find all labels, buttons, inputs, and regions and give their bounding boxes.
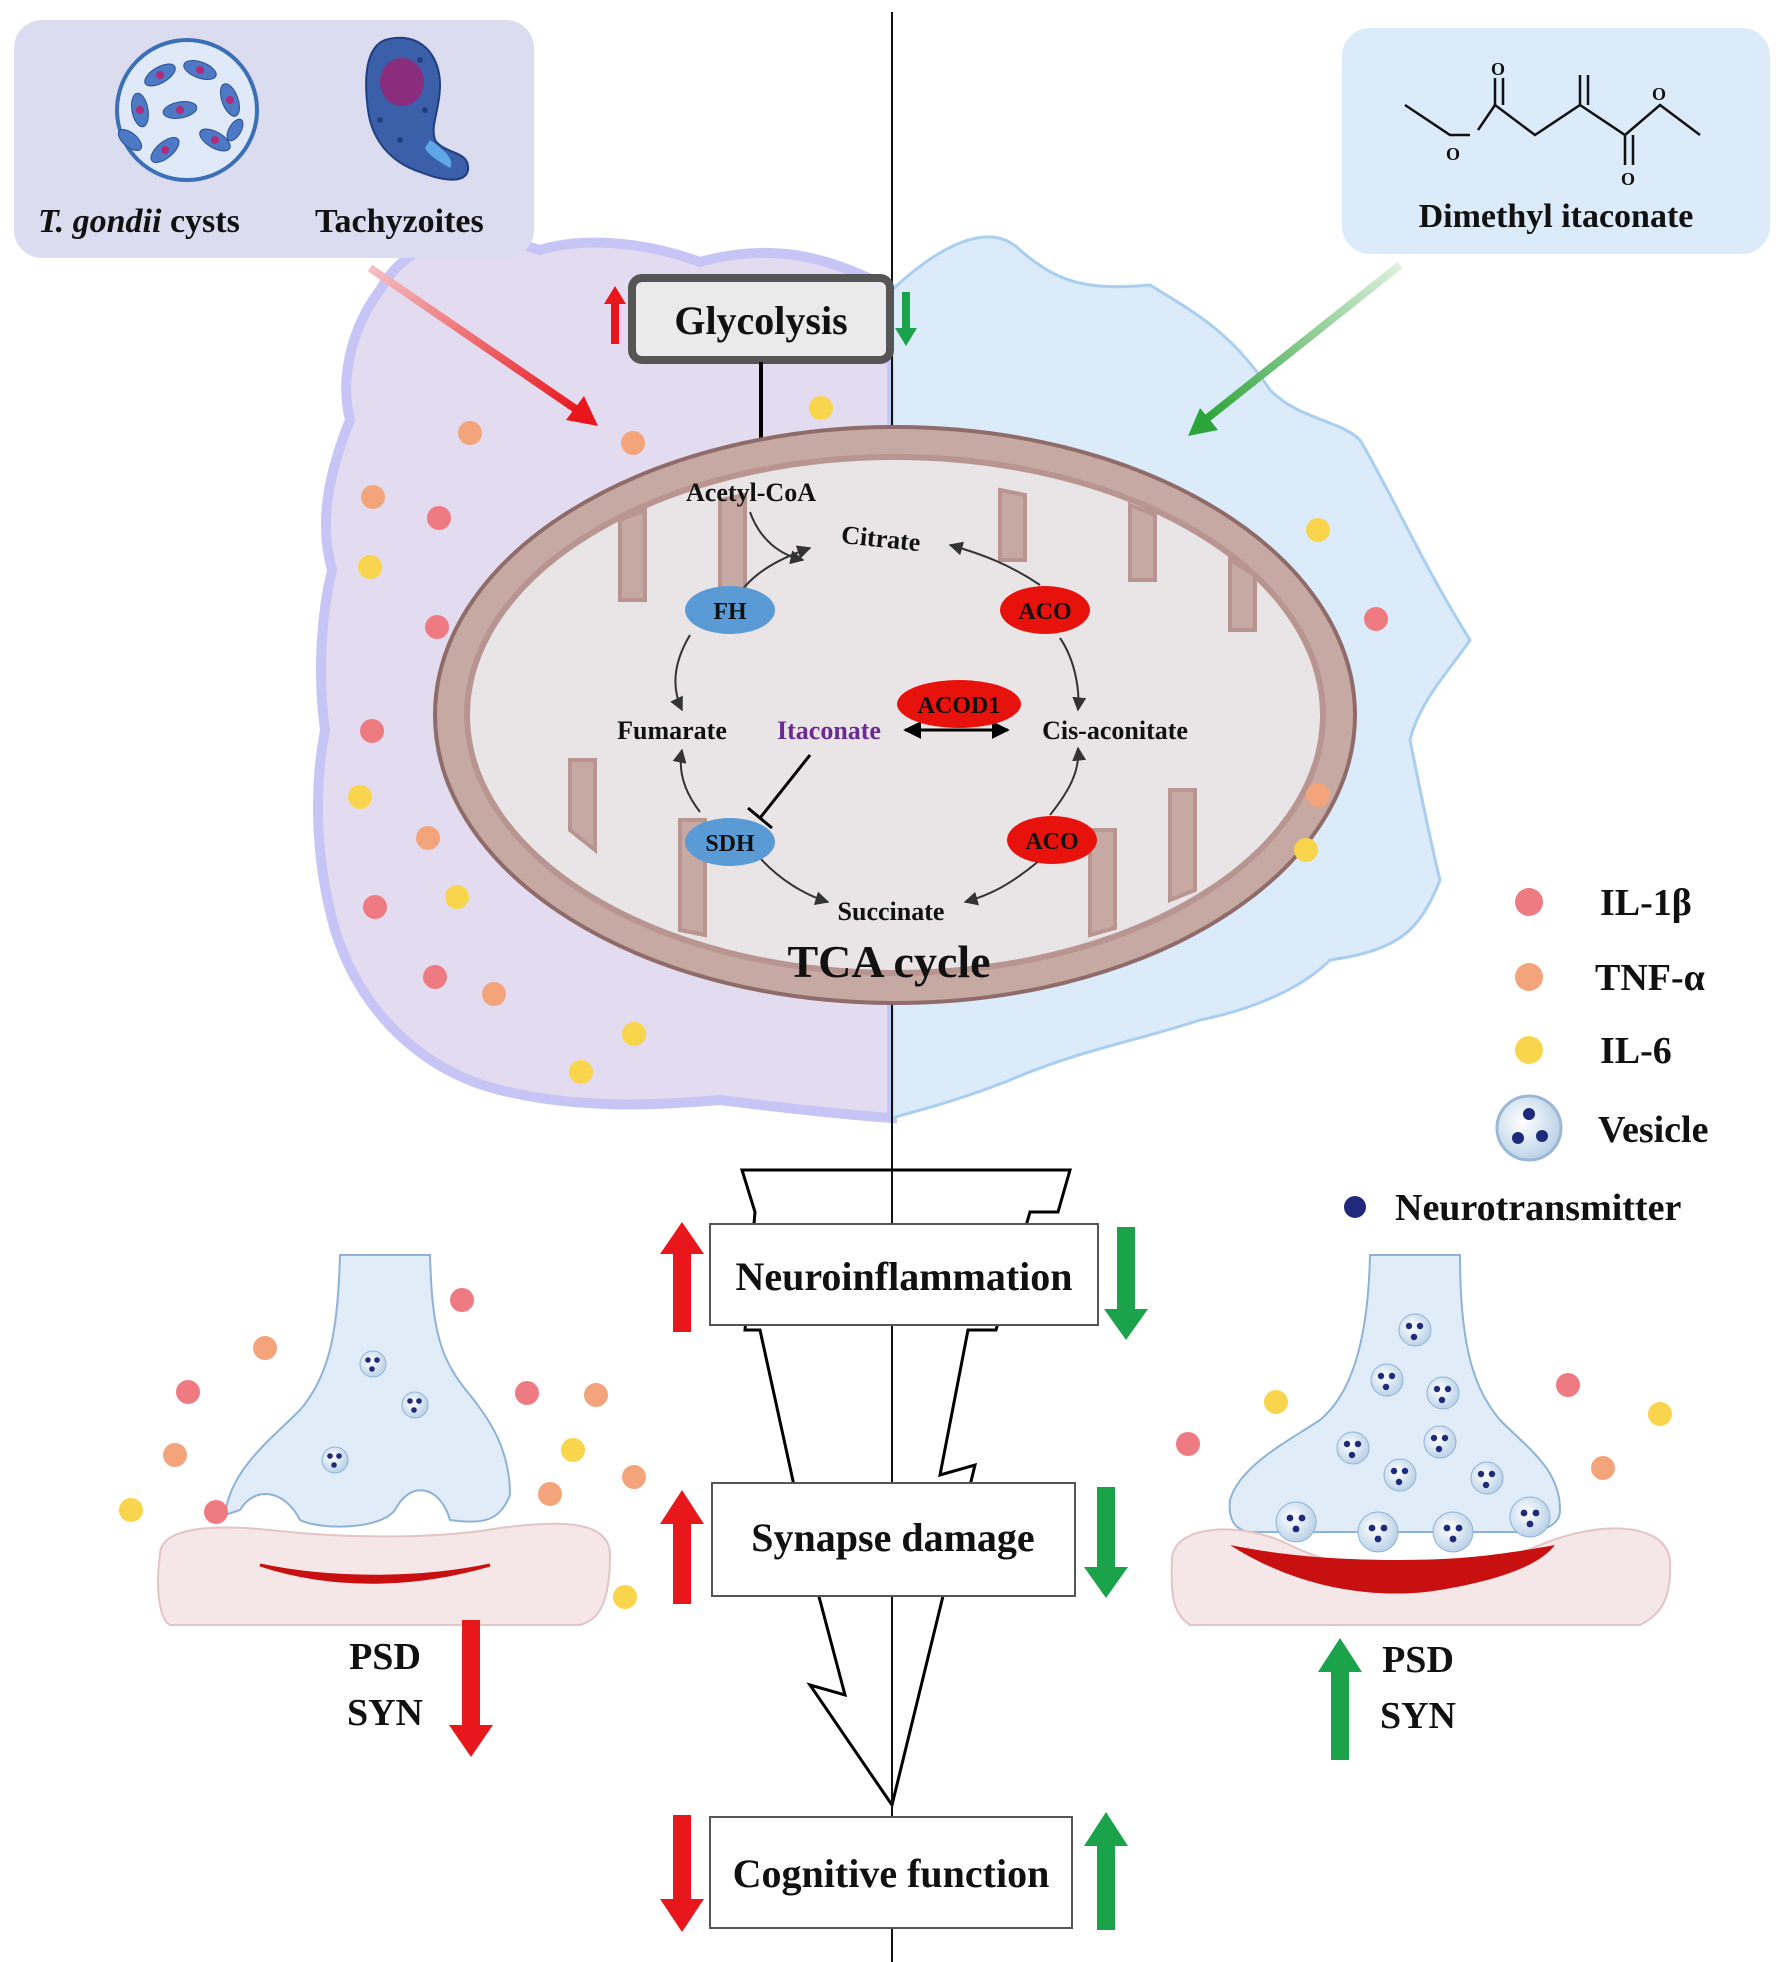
neuroinflammation-up-arrow-icon xyxy=(660,1222,704,1332)
left-presynaptic-terminal xyxy=(223,1254,512,1528)
right-synapse-cytokines xyxy=(1176,1373,1672,1480)
inhibition-bar xyxy=(747,806,773,830)
synapse-damage-label: Synapse damage xyxy=(751,1515,1034,1560)
neuroinflammation-down-arrow-icon xyxy=(1104,1227,1148,1340)
cognitive-function-label: Cognitive function xyxy=(733,1851,1050,1896)
neurotransmitter-legend-dot xyxy=(1344,1196,1366,1218)
sdh-label: SDH xyxy=(705,831,755,857)
itaconate-label: Itaconate xyxy=(777,716,881,745)
left-vesicles xyxy=(321,1350,429,1474)
aco-bottom-enzyme: ACO xyxy=(1007,816,1097,864)
tca-cycle-label: TCA cycle xyxy=(787,936,990,987)
left-psd-label: PSD xyxy=(349,1636,421,1678)
left-synapse-cytokines xyxy=(119,1288,646,1609)
sdh-to-fumarate-arrow xyxy=(672,748,701,813)
succinate-label: Succinate xyxy=(838,897,945,926)
tnfa-legend-label: TNF-α xyxy=(1595,957,1705,999)
cognitive-up-arrow-icon xyxy=(1084,1812,1128,1930)
left-psd-band xyxy=(259,1563,491,1584)
cis-aconitate-label: Cis-aconitate xyxy=(1042,716,1188,745)
tgondii-cyst-icon xyxy=(115,38,259,182)
right-psd-band xyxy=(1230,1545,1555,1594)
left-postsynaptic-density xyxy=(157,1522,612,1626)
synapse-damage-box xyxy=(711,1482,1076,1597)
il1b-legend-label: IL-1β xyxy=(1600,882,1692,924)
glycolysis-down-arrow-icon xyxy=(895,292,917,346)
treatment-arrow xyxy=(1202,261,1403,424)
synapse-damage-down-arrow-icon xyxy=(1084,1487,1128,1598)
synapse-damage-up-arrow-icon xyxy=(660,1490,704,1604)
right-vesicles xyxy=(1275,1313,1551,1553)
aco-to-cisaconitate-arrow xyxy=(1059,637,1087,712)
fumarate-label: Fumarate xyxy=(617,716,727,745)
mitochondrion xyxy=(433,425,1357,1005)
right-synapse xyxy=(1170,1254,1672,1626)
neuroinflammation-label: Neuroinflammation xyxy=(735,1254,1072,1299)
neurotransmitter-legend-label: Neurotransmitter xyxy=(1395,1187,1681,1229)
neuroinflammation-box xyxy=(709,1223,1099,1326)
chem-o3: O xyxy=(1652,84,1666,104)
legend: IL-1β TNF-α IL-6 Vesicle Neurotransmitte… xyxy=(1344,882,1708,1229)
aco-bottom-label: ACO xyxy=(1025,829,1078,855)
aco-bottom-to-succinate-arrow xyxy=(963,859,1041,906)
chem-o2: O xyxy=(1446,144,1460,164)
cognitive-down-arrow-icon xyxy=(660,1815,704,1932)
infection-arrow xyxy=(367,264,583,416)
infection-arrowhead xyxy=(566,396,598,426)
right-psd-label: PSD xyxy=(1382,1639,1454,1681)
dimethyl-itaconate-structure xyxy=(1404,75,1701,165)
dimethyl-itaconate-label: Dimethyl itaconate xyxy=(1419,198,1694,235)
aco-bottom-to-cisaconitate-arrow xyxy=(1049,746,1087,816)
il1b-legend-dot xyxy=(1515,888,1543,916)
acetyl-coa-label: Acetyl-CoA xyxy=(686,478,816,507)
aco-top-enzyme: ACO xyxy=(1000,586,1090,634)
tachyzoite-icon xyxy=(365,36,470,181)
tgondii-cysts-label: T. gondii cysts xyxy=(38,203,240,240)
fh-to-fumarate-arrow xyxy=(670,634,691,712)
cell-cytokines xyxy=(348,396,1388,1084)
glycolysis-up-arrow-icon xyxy=(604,286,626,344)
aco-top-label: ACO xyxy=(1018,599,1071,625)
fh-enzyme: FH xyxy=(685,586,775,634)
acod1-label: ACOD1 xyxy=(918,693,1001,719)
itaconate-inhibition-line xyxy=(758,754,812,819)
right-syn-label: SYN xyxy=(1380,1695,1456,1737)
il6-legend-dot xyxy=(1515,1036,1543,1064)
tnfa-legend-dot xyxy=(1515,963,1543,991)
treatment-arrowhead xyxy=(1188,408,1218,436)
chem-o1: O xyxy=(1491,59,1505,79)
vesicle-legend-label: Vesicle xyxy=(1598,1109,1708,1151)
glycolysis-label: Glycolysis xyxy=(674,298,847,343)
sdh-enzyme: SDH xyxy=(685,818,775,866)
left-synapse xyxy=(157,1254,612,1626)
il6-legend-label: IL-6 xyxy=(1600,1030,1672,1072)
drug-panel xyxy=(1342,28,1770,254)
cognitive-function-box xyxy=(709,1816,1073,1929)
right-psd-up-arrow-icon xyxy=(1318,1638,1362,1760)
chem-o4: O xyxy=(1621,169,1635,189)
fh-label: FH xyxy=(713,599,747,625)
glycolysis-box xyxy=(628,274,894,364)
vesicle-legend-icon xyxy=(1495,1094,1563,1162)
left-psd-down-arrow-icon xyxy=(449,1620,493,1757)
aco-to-citrate-arrow xyxy=(948,541,1041,586)
tachyzoites-label: Tachyzoites xyxy=(315,203,484,240)
acod1-enzyme: ACOD1 xyxy=(897,680,1021,728)
left-syn-label: SYN xyxy=(347,1692,423,1734)
sdh-to-succinate-arrow xyxy=(759,857,830,906)
